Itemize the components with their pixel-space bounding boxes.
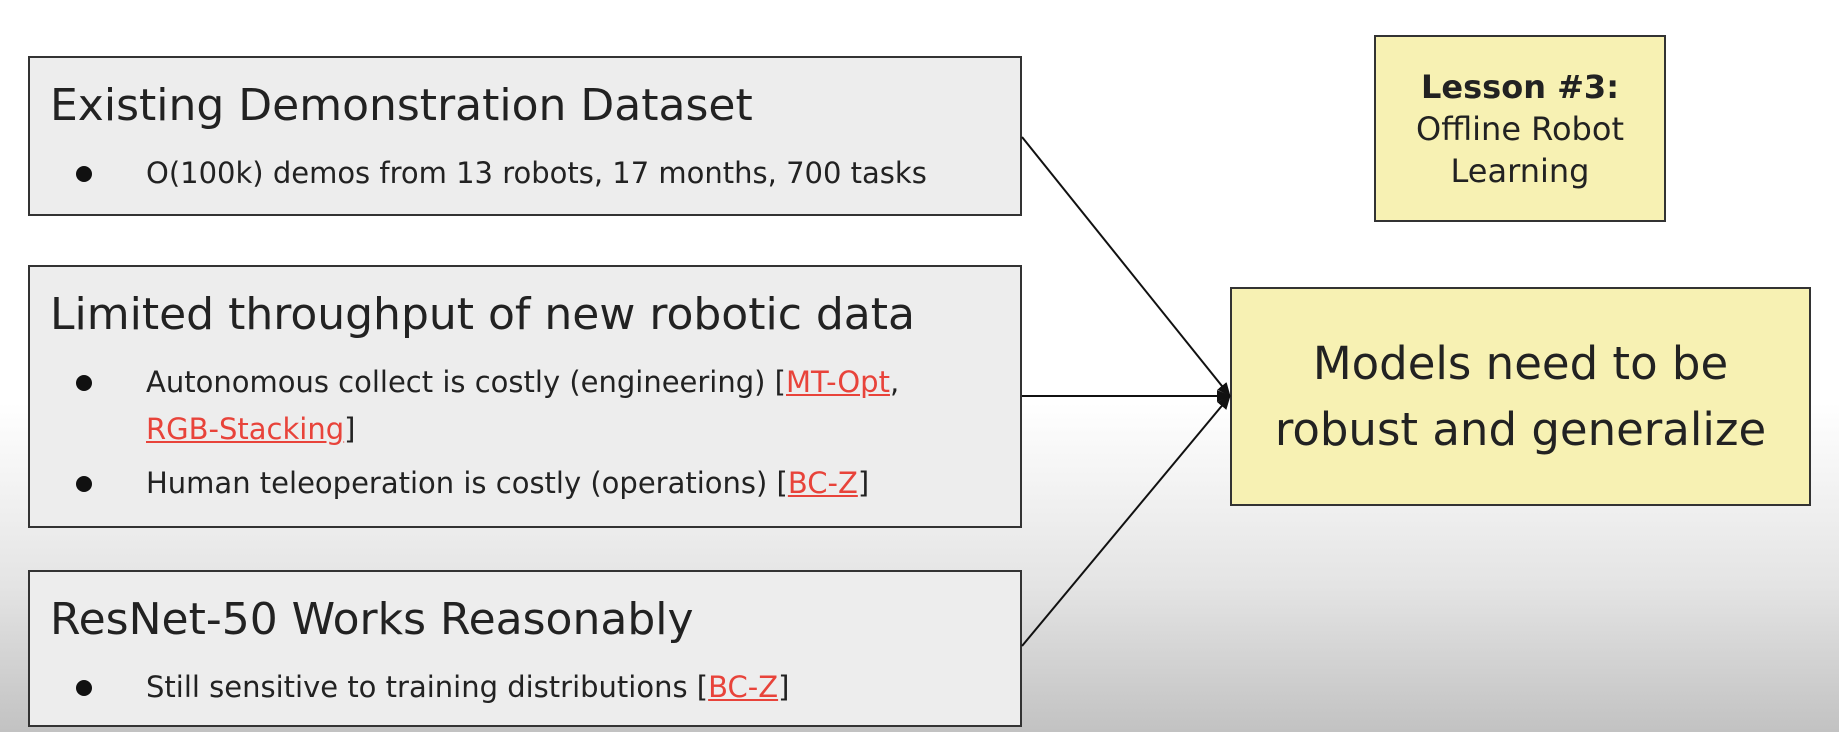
box-title: ResNet-50 Works Reasonably: [50, 594, 694, 645]
bullet-list: O(100k) demos from 13 robots, 17 months,…: [30, 150, 1020, 197]
bullet-suffix: ]: [778, 670, 790, 704]
bullet-text: Autonomous collect is costly (engineerin…: [146, 365, 786, 399]
bullet-dot-icon: [76, 375, 92, 391]
bullet-dot-icon: [76, 166, 92, 182]
bullet-text: Still sensitive to training distribution…: [146, 670, 709, 704]
arrow-from-resnet: [1021, 395, 1231, 647]
bullet-suffix: ]: [344, 412, 356, 446]
bullet-item: Human teleoperation is costly (operation…: [30, 460, 1020, 507]
lesson-heading: Lesson #3:: [1421, 67, 1619, 106]
bullet-item: Autonomous collect is costly (engineerin…: [30, 359, 1020, 453]
conclusion-box: Models need to be robust and generalize: [1230, 287, 1811, 506]
link-mt-opt[interactable]: MT-Opt: [786, 365, 890, 399]
box-existing-dataset: Existing Demonstration Dataset O(100k) d…: [28, 56, 1022, 216]
box-resnet: ResNet-50 Works Reasonably Still sensiti…: [28, 570, 1022, 727]
lesson-box: Lesson #3: Offline Robot Learning: [1374, 35, 1666, 222]
arrow-from-dataset: [1021, 136, 1231, 397]
conclusion-line: robust and generalize: [1274, 402, 1767, 456]
bullet-text: Human teleoperation is costly (operation…: [146, 466, 788, 500]
bullet-item: O(100k) demos from 13 robots, 17 months,…: [30, 150, 1020, 197]
link-bc-z[interactable]: BC-Z: [708, 670, 779, 704]
bullet-dot-icon: [76, 476, 92, 492]
box-title: Existing Demonstration Dataset: [50, 80, 753, 131]
bullet-dot-icon: [76, 680, 92, 696]
bullet-separator: ,: [889, 365, 900, 399]
bullet-item: Still sensitive to training distribution…: [30, 664, 1020, 711]
lesson-line: Offline Robot: [1416, 109, 1624, 148]
lesson-line: Learning: [1450, 151, 1590, 190]
conclusion-line: Models need to be: [1312, 336, 1729, 390]
box-title: Limited throughput of new robotic data: [50, 289, 915, 340]
link-rgb-stacking[interactable]: RGB-Stacking: [146, 412, 345, 446]
bullet-suffix: ]: [857, 466, 870, 500]
link-bc-z[interactable]: BC-Z: [787, 466, 858, 500]
box-limited-throughput: Limited throughput of new robotic data A…: [28, 265, 1022, 528]
bullet-text: O(100k) demos from 13 robots, 17 months,…: [146, 156, 927, 190]
bullet-list: Still sensitive to training distribution…: [30, 664, 1020, 711]
bullet-list: Autonomous collect is costly (engineerin…: [30, 359, 1020, 507]
